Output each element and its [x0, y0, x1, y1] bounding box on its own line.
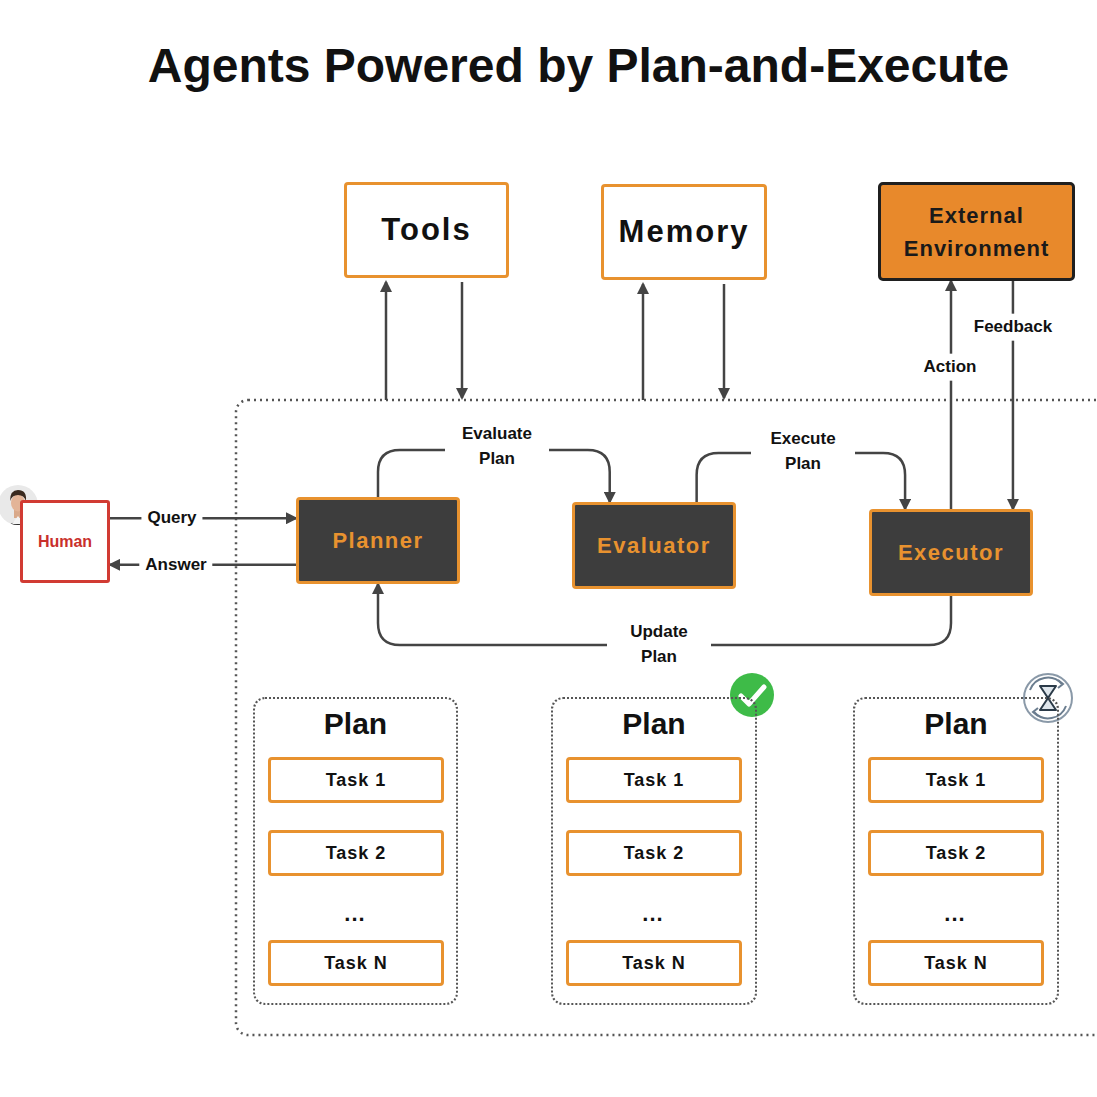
memory-write-arrow: [642, 284, 645, 400]
edge-label: Update Plan: [607, 619, 711, 670]
task-box: Task 1: [268, 757, 444, 803]
plan-group: PlanTask 1 Task 2 Task N: [253, 697, 458, 1005]
node-label: Evaluator: [597, 533, 711, 559]
node-label: Plan: [255, 707, 456, 741]
node-label: Task 1: [624, 770, 685, 791]
connector: [950, 281, 953, 509]
edge-label: Evaluate Plan: [445, 421, 549, 472]
memory-box: Memory: [601, 184, 767, 280]
node-label: Human: [38, 533, 92, 551]
node-label: External Environment: [891, 199, 1062, 265]
ellipsis-label: ...: [344, 901, 365, 927]
node-label: Tools: [381, 212, 471, 248]
edge-label: Execute Plan: [751, 426, 855, 477]
node-label: Task N: [324, 953, 388, 974]
plan-group: PlanTask 1 Task 2 Task N: [551, 697, 757, 1005]
node-label: Task N: [622, 953, 686, 974]
task-box: Task 2: [566, 830, 742, 876]
connector: [110, 517, 296, 520]
task-box: Task 1: [868, 757, 1044, 803]
edge-label: Answer: [139, 552, 212, 579]
memory-read-arrow: [723, 284, 726, 398]
agent-box: Planner: [296, 497, 460, 584]
task-box: Task 1: [566, 757, 742, 803]
node-label: Task 2: [326, 843, 387, 864]
node-label: Executor: [898, 540, 1004, 566]
check-icon: [730, 673, 774, 717]
task-box: Task 2: [268, 830, 444, 876]
node-label: Task N: [924, 953, 988, 974]
node-label: Task 2: [624, 843, 685, 864]
task-box: Task 2: [868, 830, 1044, 876]
human-box: Human: [20, 500, 110, 583]
agent-boundary: [236, 400, 1097, 1035]
ellipsis-label: ...: [642, 901, 663, 927]
node-label: Task 1: [326, 770, 387, 791]
diagram-title: Agents Powered by Plan-and-Execute: [60, 38, 1097, 93]
tools-request-arrow: [385, 282, 388, 400]
task-box: Task N: [868, 940, 1044, 986]
node-label: Task 1: [926, 770, 987, 791]
edge-label: Feedback: [968, 314, 1058, 341]
environment-box: External Environment: [878, 182, 1075, 281]
agent-box: Evaluator: [572, 502, 736, 589]
agent-box: Executor: [869, 509, 1033, 596]
node-label: Plan: [855, 707, 1057, 741]
edge-label: Query: [141, 505, 202, 532]
ellipsis-label: ...: [944, 901, 965, 927]
node-label: Plan: [553, 707, 755, 741]
tool-box: Tools: [344, 182, 509, 278]
task-box: Task N: [268, 940, 444, 986]
node-label: Task 2: [926, 843, 987, 864]
tools-response-arrow: [461, 282, 464, 398]
edge-label: Action: [918, 354, 983, 381]
plan-group: PlanTask 1 Task 2 Task N: [853, 697, 1059, 1005]
node-label: Memory: [619, 214, 750, 250]
task-box: Task N: [566, 940, 742, 986]
node-label: Planner: [332, 528, 423, 554]
